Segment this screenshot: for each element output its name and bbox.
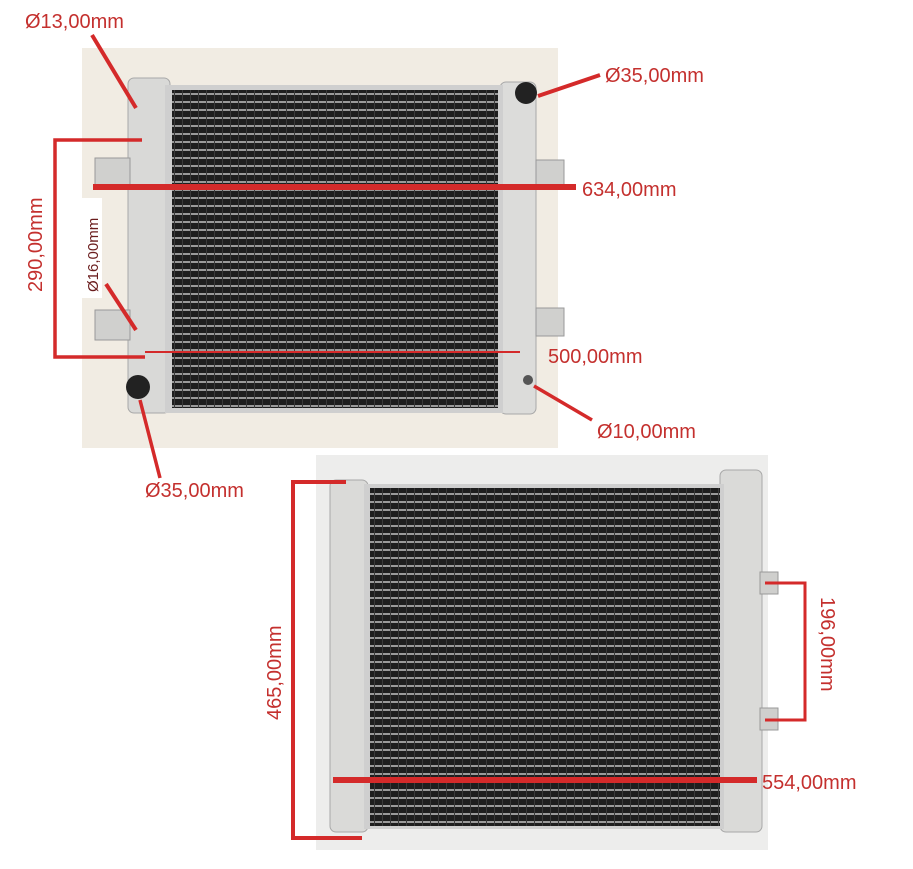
leader-outlet-bottom <box>138 399 162 479</box>
bracket-bracket-spacing <box>765 581 807 722</box>
label-side-port: Ø16,00mm <box>85 218 102 292</box>
side-radiator-photo <box>316 455 779 850</box>
label-inlet-top: Ø35,00mm <box>605 65 704 87</box>
leader-inlet-top <box>537 73 601 98</box>
bracket-mount-spacing <box>53 138 145 359</box>
top-radiator-photo <box>82 48 565 448</box>
label-mount-spacing: 290,00mm <box>25 198 47 293</box>
annotations-top: Ø13,00mm Ø35,00mm 634,00mm 290,00mm Ø16,… <box>25 11 704 502</box>
label-core-width: 500,00mm <box>548 346 643 368</box>
bottom-outlet-port <box>126 375 150 399</box>
label-overall-width: 634,00mm <box>582 179 677 201</box>
bracket-height <box>291 480 362 840</box>
top-inlet-port <box>515 82 537 104</box>
leader-side-port <box>104 282 138 332</box>
label-drain: Ø10,00mm <box>597 421 696 443</box>
label-outlet-bottom: Ø35,00mm <box>145 480 244 502</box>
label-inlet-small: Ø13,00mm <box>25 11 124 33</box>
drain-plug <box>523 375 533 385</box>
label-depth-width: 554,00mm <box>762 772 857 794</box>
label-height: 465,00mm <box>264 626 286 721</box>
leader-drain <box>533 384 593 422</box>
leader-inlet-small <box>90 33 138 110</box>
annotations-side: 465,00mm 196,00mm 554,00mm <box>264 480 857 840</box>
label-bracket-spacing: 196,00mm <box>816 597 838 692</box>
